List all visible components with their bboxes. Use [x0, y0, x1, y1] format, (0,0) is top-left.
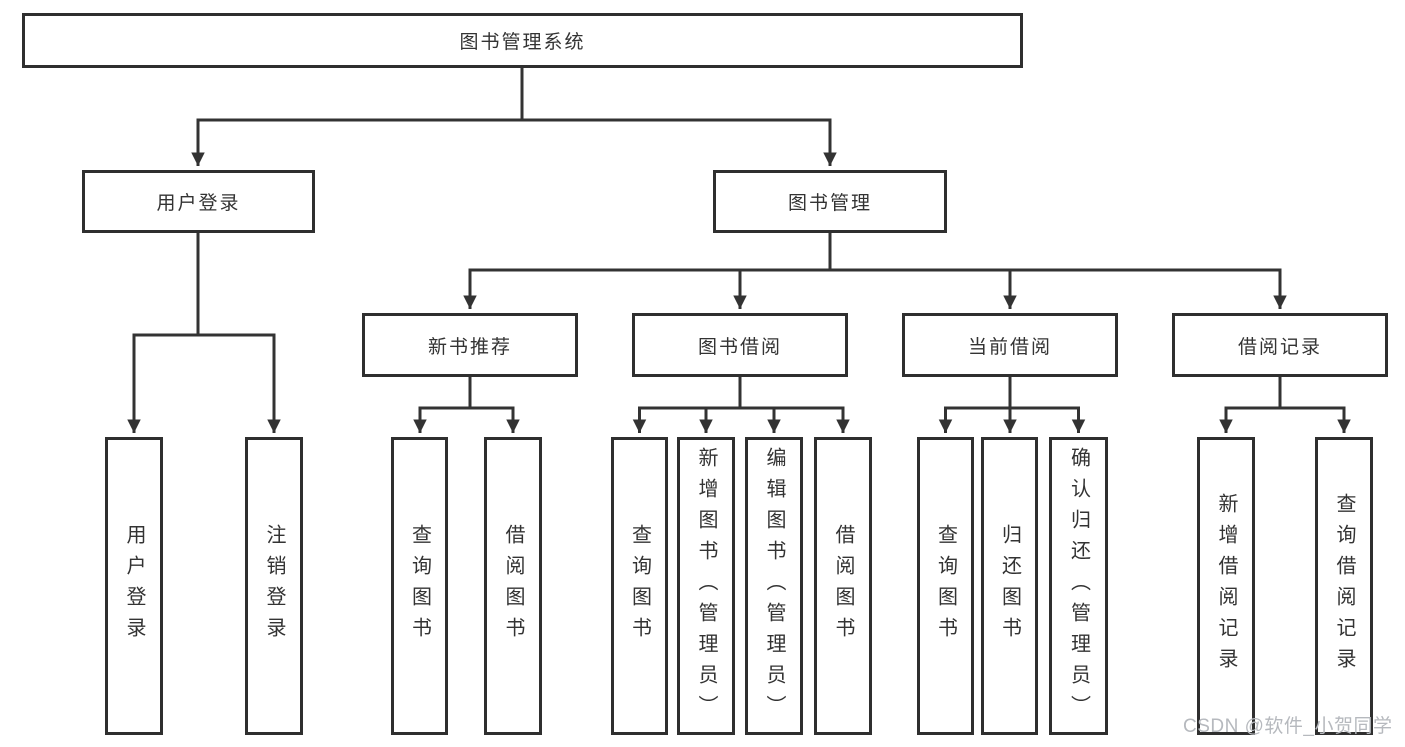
- connector-current-borrow: [938, 377, 1086, 433]
- leaf-borrow-books-1: 借阅图书: [484, 437, 542, 735]
- node-user-login: 用户登录: [82, 170, 315, 233]
- connector-borrow-record: [1219, 377, 1351, 433]
- node-book-management: 图书管理: [713, 170, 947, 233]
- leaf-query-borrow-record: 查询借阅记录: [1315, 437, 1373, 735]
- leaf-query-books-3: 查询图书: [917, 437, 974, 735]
- leaf-logout: 注销登录: [245, 437, 303, 735]
- leaf-add-books-admin: 新增图书（管理员）: [677, 437, 735, 735]
- connector-root: [191, 68, 837, 166]
- connector-user-login: [127, 233, 281, 433]
- leaf-confirm-return-admin: 确认归还（管理员）: [1049, 437, 1108, 735]
- leaf-query-books-1: 查询图书: [391, 437, 448, 735]
- node-borrow-record: 借阅记录: [1172, 313, 1388, 377]
- connector-book-borrow: [632, 377, 850, 433]
- node-library-management-system: 图书管理系统: [22, 13, 1023, 68]
- leaf-user-login: 用户登录: [105, 437, 163, 735]
- connector-book-management: [463, 233, 1287, 309]
- leaf-return-books: 归还图书: [981, 437, 1038, 735]
- leaf-query-books-2: 查询图书: [611, 437, 668, 735]
- node-new-book-recommend: 新书推荐: [362, 313, 578, 377]
- leaf-borrow-books-2: 借阅图书: [814, 437, 872, 735]
- leaf-add-borrow-record: 新增借阅记录: [1197, 437, 1255, 735]
- node-book-borrow: 图书借阅: [632, 313, 848, 377]
- leaf-edit-books-admin: 编辑图书（管理员）: [745, 437, 803, 735]
- csdn-watermark: CSDN @软件_小贺同学: [1183, 716, 1393, 737]
- connector-new-book-recommend: [413, 377, 520, 433]
- node-current-borrow: 当前借阅: [902, 313, 1118, 377]
